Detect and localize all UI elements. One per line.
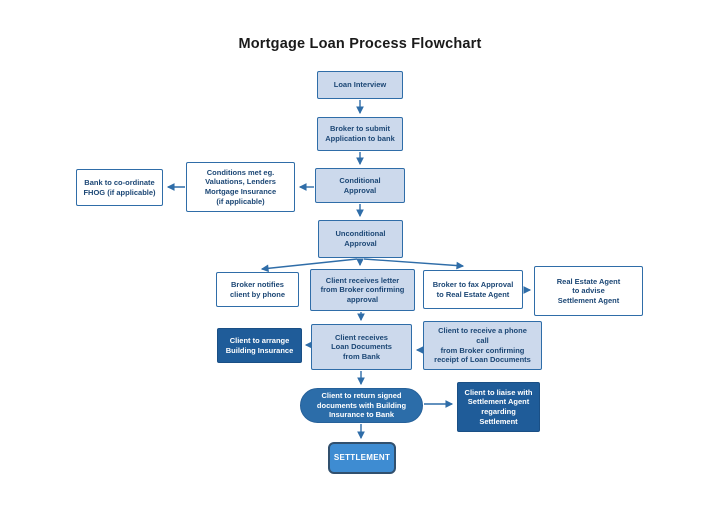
node-broker-submit-application: Broker to submit Application to bank [317, 117, 403, 151]
node-conditional-approval: Conditional Approval [315, 168, 405, 203]
page-title: Mortgage Loan Process Flowchart [238, 36, 482, 52]
node-arrange-building-insurance: Client to arrange Building Insurance [217, 328, 302, 363]
node-return-signed-documents: Client to return signed documents with B… [300, 388, 423, 423]
node-broker-notifies-client: Broker notifies client by phone [216, 272, 299, 307]
node-liaise-settlement-agent: Client to liaise with Settlement Agent r… [457, 382, 540, 432]
node-client-receives-loan-documents: Client receives Loan Documents from Bank [311, 324, 412, 370]
node-unconditional-approval: Unconditional Approval [318, 220, 403, 258]
node-bank-coordinate-fhog: Bank to co-ordinate FHOG (if applicable) [76, 169, 163, 206]
node-client-receive-phone-call: Client to receive a phone call from Brok… [423, 321, 542, 370]
node-settlement: SETTLEMENT [328, 442, 396, 474]
node-real-estate-agent-advise: Real Estate Agent to advise Settlement A… [534, 266, 643, 316]
node-client-receives-letter: Client receives letter from Broker confi… [310, 269, 415, 311]
node-loan-interview: Loan Interview [317, 71, 403, 99]
node-conditions-met: Conditions met eg. Valuations, Lenders M… [186, 162, 295, 212]
node-broker-fax-approval: Broker to fax Approval to Real Estate Ag… [423, 270, 523, 309]
